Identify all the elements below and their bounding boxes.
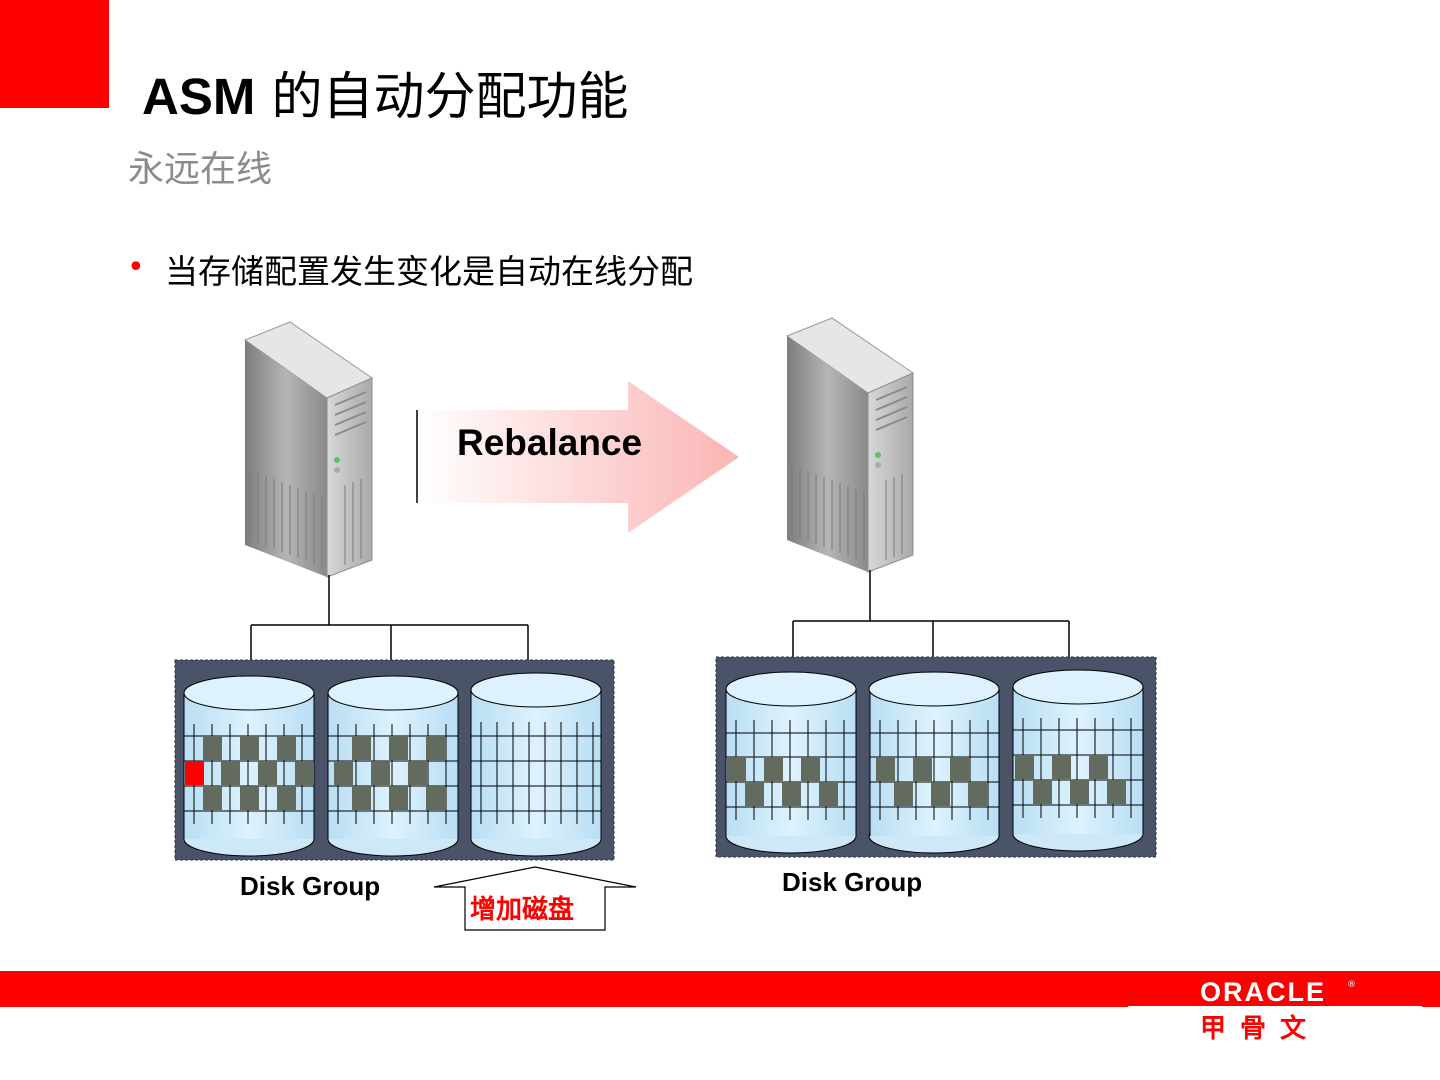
slide-title-cn: 的自动分配功能: [255, 68, 629, 127]
oracle-cn-logo: 甲骨文: [1200, 1014, 1321, 1044]
left-disk-2: [327, 675, 459, 857]
right-disk-group: [715, 656, 1157, 858]
add-disk-callout: [433, 866, 637, 931]
left-disk-3-new: [470, 672, 602, 857]
rebalance-arrow: [416, 381, 739, 533]
oracle-logo: ORACLE: [1200, 977, 1326, 1007]
add-disk-label: 增加磁盘: [470, 895, 575, 925]
rebalance-label: Rebalance: [457, 422, 643, 463]
bullet-text: 当存储配置发生变化是自动在线分配: [165, 252, 693, 291]
right-disk-group-label: Disk Group: [782, 867, 923, 897]
bullet-icon: •: [127, 250, 145, 285]
left-server-icon: [243, 321, 374, 578]
right-server-icon: [785, 317, 915, 573]
right-disk-3: [1012, 669, 1144, 852]
slide-title: ASM 的自动分配功能: [142, 55, 629, 129]
new-extent-marker: [185, 761, 204, 785]
logo-panel: [1128, 1006, 1422, 1046]
left-disk-group-label: Disk Group: [240, 871, 381, 901]
corner-accent-block: [0, 0, 109, 108]
footer-red-bar: [0, 971, 1440, 1007]
right-disk-2: [868, 671, 1000, 854]
slide-title-latin: ASM: [142, 68, 256, 125]
left-disk-group: [174, 659, 615, 861]
slide-subtitle: 永远在线: [128, 149, 273, 190]
right-disk-1: [725, 671, 857, 854]
left-disk-1: [183, 675, 315, 857]
oracle-registered-mark: ®: [1347, 980, 1356, 990]
